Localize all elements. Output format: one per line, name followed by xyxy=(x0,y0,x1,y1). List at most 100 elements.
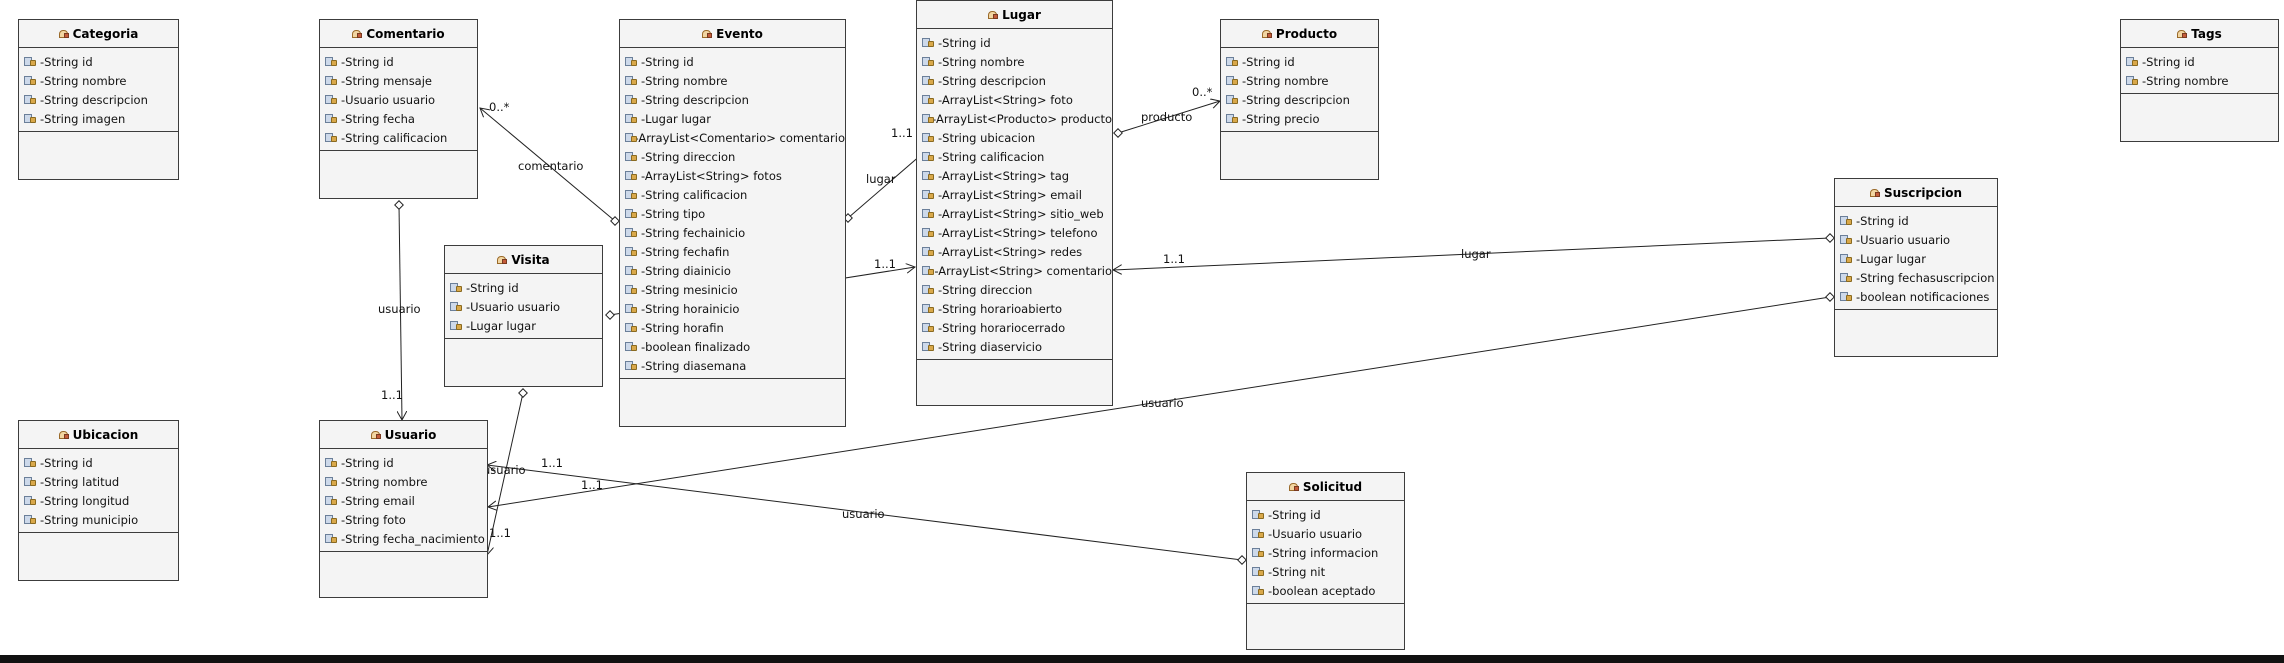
attribute-text: -Usuario usuario xyxy=(341,92,436,107)
attribute-row[interactable]: -String imagen xyxy=(24,109,178,128)
class-tags[interactable]: Tags-String id-String nombre xyxy=(2120,19,2279,142)
class-categoria[interactable]: Categoria-String id-String nombre-String… xyxy=(18,19,179,180)
attribute-row[interactable]: -String ubicacion xyxy=(922,128,1112,147)
attribute-row[interactable]: -String nombre xyxy=(625,71,845,90)
attribute-row[interactable]: -String horarioabierto xyxy=(922,299,1112,318)
attribute-row[interactable]: -ArrayList<String> tag xyxy=(922,166,1112,185)
private-field-icon xyxy=(625,360,638,371)
attribute-row[interactable]: -String id xyxy=(1226,52,1378,71)
attribute-row[interactable]: -Usuario usuario xyxy=(1840,230,1997,249)
attribute-row[interactable]: -String calificacion xyxy=(325,128,477,147)
attribute-row[interactable]: -String id xyxy=(625,52,845,71)
attribute-row[interactable]: -String descripcion xyxy=(922,71,1112,90)
attribute-row[interactable]: -String diainicio xyxy=(625,261,845,280)
attribute-row[interactable]: -String fecha_nacimiento xyxy=(325,529,487,548)
attribute-row[interactable]: -Usuario usuario xyxy=(450,297,602,316)
attribute-row[interactable]: -String id xyxy=(24,453,178,472)
assoc-lugar-producto xyxy=(1117,101,1220,134)
attribute-row[interactable]: -String calificacion xyxy=(625,185,845,204)
attribute-row[interactable]: -String nombre xyxy=(1226,71,1378,90)
attribute-row[interactable]: -String id xyxy=(2126,52,2278,71)
attribute-row[interactable]: -String nombre xyxy=(24,71,178,90)
attribute-row[interactable]: -String nombre xyxy=(922,52,1112,71)
attribute-row[interactable]: -Lugar lugar xyxy=(625,109,845,128)
attribute-row[interactable]: -String latitud xyxy=(24,472,178,491)
attribute-row[interactable]: -String id xyxy=(450,278,602,297)
attribute-row[interactable]: -String id xyxy=(24,52,178,71)
class-comentario[interactable]: Comentario-String id-String mensaje-Usua… xyxy=(319,19,478,199)
attribute-text: -String mesinicio xyxy=(641,282,738,297)
class-solicitud[interactable]: Solicitud-String id-Usuario usuario-Stri… xyxy=(1246,472,1405,650)
attribute-row[interactable]: -String horainicio xyxy=(625,299,845,318)
attribute-row[interactable]: -ArrayList<String> email xyxy=(922,185,1112,204)
attribute-row[interactable]: -String id xyxy=(922,33,1112,52)
label-multiplicity: 1..1 xyxy=(581,478,603,492)
attribute-row[interactable]: -String longitud xyxy=(24,491,178,510)
attribute-row[interactable]: -String descripcion xyxy=(24,90,178,109)
attribute-row[interactable]: -boolean aceptado xyxy=(1252,581,1404,600)
attribute-row[interactable]: -String mensaje xyxy=(325,71,477,90)
class-evento[interactable]: Evento -String id-String nombre-String de… xyxy=(619,19,846,427)
private-field-icon xyxy=(922,265,935,276)
label-role: lugar xyxy=(1461,247,1491,261)
class-ubicacion[interactable]: Ubicacion-String id-String latitud-Strin… xyxy=(18,420,179,581)
attribute-row[interactable]: -Usuario usuario xyxy=(325,90,477,109)
attribute-row[interactable]: -String id xyxy=(1252,505,1404,524)
attribute-row[interactable]: -String descripcion xyxy=(1226,90,1378,109)
attribute-row[interactable]: -String nombre xyxy=(2126,71,2278,90)
class-suscripcion[interactable]: Suscripcion-String id-Usuario usuario-Lu… xyxy=(1834,178,1998,357)
attribute-row[interactable]: -boolean notificaciones xyxy=(1840,287,1997,306)
attribute-row[interactable]: -Lugar lugar xyxy=(1840,249,1997,268)
private-field-icon xyxy=(625,265,638,276)
attribute-row[interactable]: -String municipio xyxy=(24,510,178,529)
class-header: Visita xyxy=(445,246,602,274)
attribute-row[interactable]: -ArrayList<Producto> producto xyxy=(922,109,1112,128)
attribute-row[interactable]: -Usuario usuario xyxy=(1252,524,1404,543)
attribute-text: -ArrayList<Producto> producto xyxy=(932,111,1112,126)
attribute-row[interactable]: -String fecha xyxy=(325,109,477,128)
attribute-row[interactable]: -String descripcion xyxy=(625,90,845,109)
class-lugar[interactable]: Lugar-String id-String nombre-String des… xyxy=(916,0,1113,406)
class-visita[interactable]: Visita -String id-Usuario usuario-Lugar l… xyxy=(444,245,603,387)
attribute-row[interactable]: -String foto xyxy=(325,510,487,529)
attribute-row[interactable]: -String fechainicio xyxy=(625,223,845,242)
attribute-row[interactable]: -String email xyxy=(325,491,487,510)
class-icon xyxy=(1869,188,1881,198)
attribute-row[interactable]: -String nit xyxy=(1252,562,1404,581)
attribute-row[interactable]: -String id xyxy=(1840,211,1997,230)
attribute-row[interactable]: -String fechafin xyxy=(625,242,845,261)
attribute-row[interactable]: -String horafin xyxy=(625,318,845,337)
attribute-row[interactable]: -ArrayList<String> fotos xyxy=(625,166,845,185)
attribute-row[interactable]: -Lugar lugar xyxy=(450,316,602,335)
attribute-text: -String horainicio xyxy=(641,301,740,316)
private-field-icon xyxy=(325,113,338,124)
private-field-icon xyxy=(1840,215,1853,226)
attribute-row[interactable]: -String nombre xyxy=(325,472,487,491)
class-usuario[interactable]: Usuario-String id-String nombre-String e… xyxy=(319,420,488,598)
attribute-row[interactable]: -String calificacion xyxy=(922,147,1112,166)
attribute-row[interactable]: -String direccion xyxy=(625,147,845,166)
attribute-row[interactable]: -String id xyxy=(325,52,477,71)
attribute-row[interactable]: -ArrayList<String> foto xyxy=(922,90,1112,109)
class-header: Solicitud xyxy=(1247,473,1404,501)
class-icon xyxy=(1288,482,1300,492)
class-producto[interactable]: Producto-String id-String nombre-String … xyxy=(1220,19,1379,180)
attribute-row[interactable]: -String diaservicio xyxy=(922,337,1112,356)
attribute-row[interactable]: -ArrayList<String> telefono xyxy=(922,223,1112,242)
attribute-row[interactable]: -ArrayList<String> comentario xyxy=(922,261,1112,280)
attribute-row[interactable]: -String mesinicio xyxy=(625,280,845,299)
attribute-row[interactable]: -String diasemana xyxy=(625,356,845,375)
attribute-row[interactable]: -String informacion xyxy=(1252,543,1404,562)
attribute-row[interactable]: -String direccion xyxy=(922,280,1112,299)
attribute-row[interactable]: -ArrayList<String> sitio_web xyxy=(922,204,1112,223)
attribute-row[interactable]: -String fechasuscripcion xyxy=(1840,268,1997,287)
attribute-row[interactable]: -String id xyxy=(325,453,487,472)
attribute-row[interactable]: -String precio xyxy=(1226,109,1378,128)
attribute-row[interactable]: -String tipo xyxy=(625,204,845,223)
attribute-row[interactable]: -boolean finalizado xyxy=(625,337,845,356)
attribute-row[interactable]: -ArrayList<String> redes xyxy=(922,242,1112,261)
attribute-row[interactable]: -String horariocerrado xyxy=(922,318,1112,337)
attribute-row[interactable]: -ArrayList<Comentario> comentario xyxy=(625,128,845,147)
private-field-icon xyxy=(1226,56,1239,67)
class-header: Evento xyxy=(620,20,845,48)
